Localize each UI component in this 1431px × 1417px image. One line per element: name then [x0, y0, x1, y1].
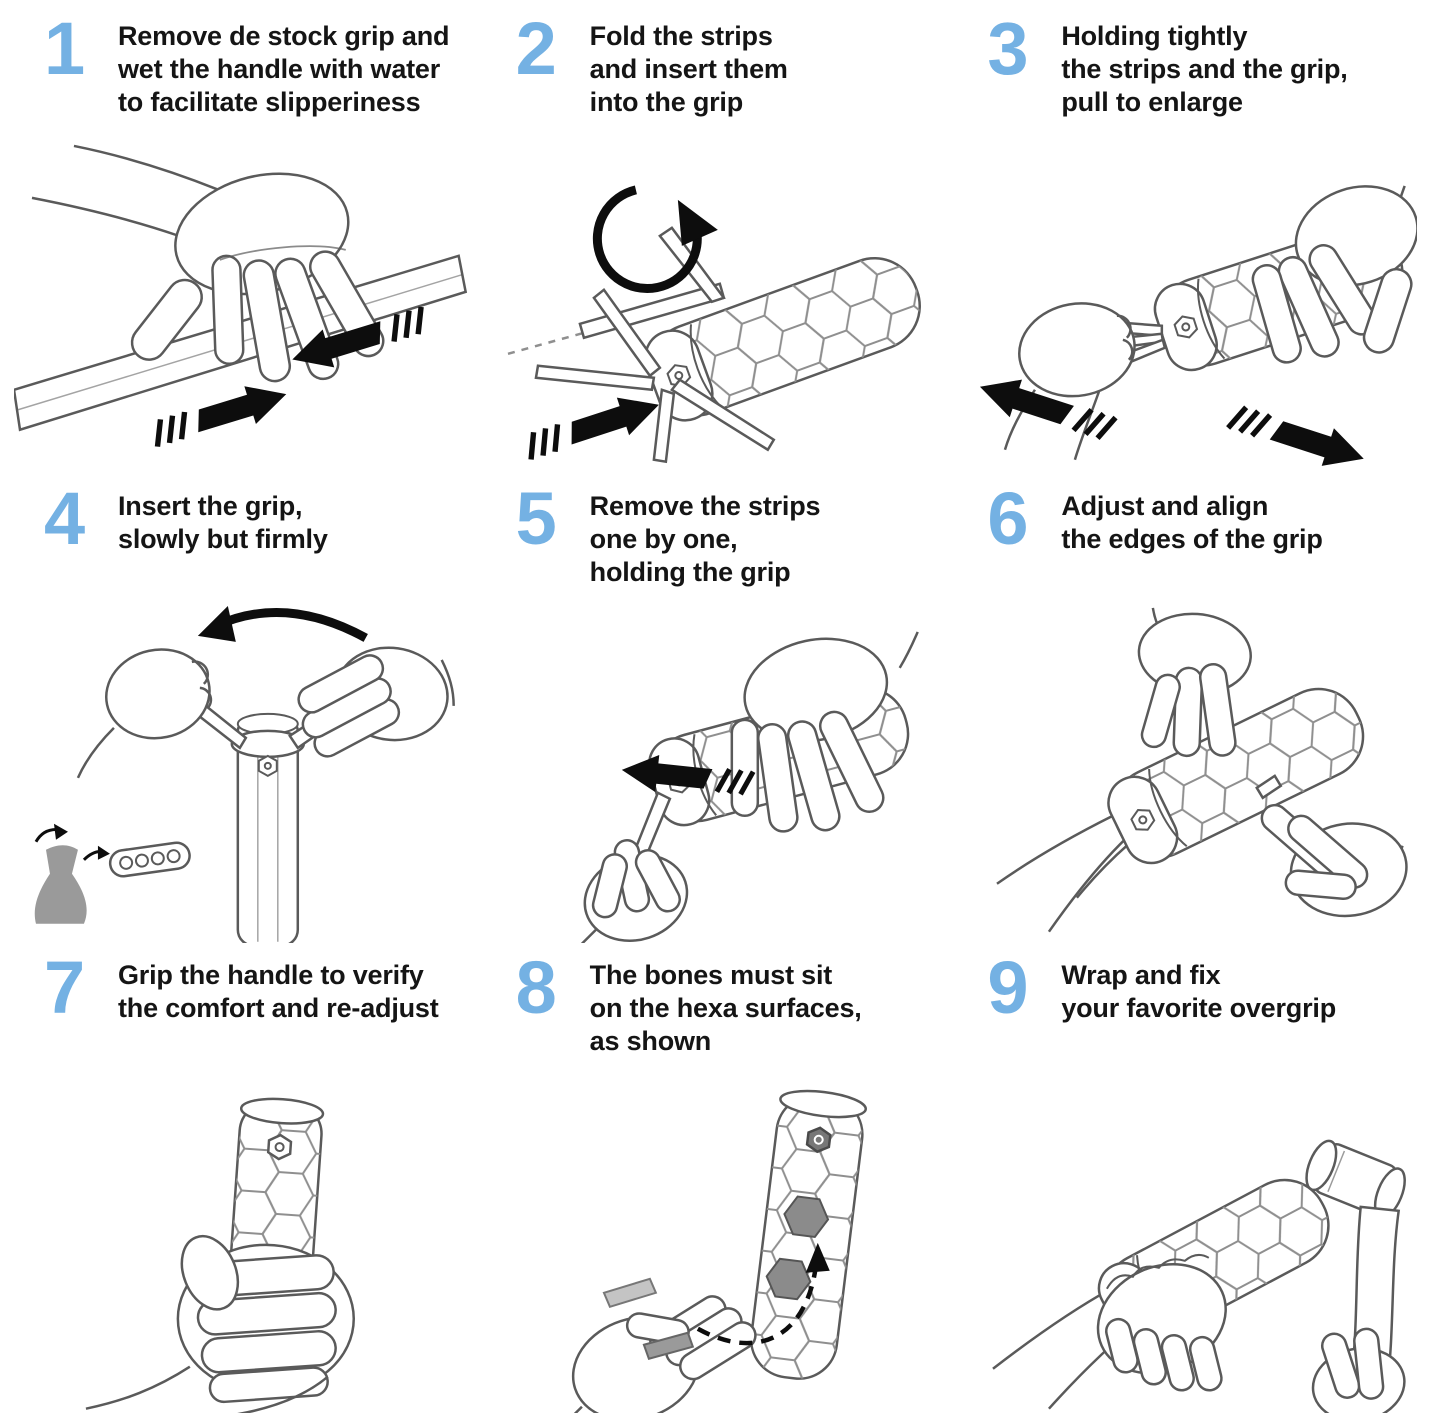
right-hand-holding-grip: [1251, 185, 1417, 364]
pull-arrow-right: [292, 306, 424, 368]
left-fist: [76, 647, 213, 778]
step-7-header: 7 Grip the handle to verify the comfort …: [14, 949, 474, 1061]
grip-edge-tab: [1255, 773, 1283, 800]
grip-with-hex-pattern: [749, 1090, 867, 1381]
step-5-illustration: [486, 592, 946, 944]
step-9-illustration: [957, 1061, 1417, 1413]
hex-logo-icon: [805, 1126, 832, 1154]
step-2: 2 Fold the strips and insert them into t…: [480, 4, 952, 474]
hex-logo-icon: [1130, 808, 1156, 831]
grip-piece: [108, 841, 191, 878]
step-4-illustration: [14, 592, 474, 944]
hex-logo-icon: [1173, 315, 1199, 339]
hands-removing-stock-grip-drawing: [14, 144, 468, 447]
inserted-strips: [534, 288, 776, 464]
step-2-number: 2: [515, 7, 557, 90]
folding-strips-drawing: [507, 185, 921, 464]
remove-arrow: [621, 754, 756, 796]
step-4: 4 Insert the grip, slowly but firmly: [8, 474, 480, 944]
hand-holding-grip: [730, 631, 919, 833]
step-6-illustration: [957, 592, 1417, 944]
insert-curved-arrow: [197, 605, 368, 642]
insert-arrow: [528, 397, 659, 460]
dark-hexa-surface: [782, 1195, 829, 1239]
pull-arrow-left: [154, 386, 287, 447]
grip-with-hex-pattern: [230, 1097, 325, 1286]
step-8: 8 The bones must sit on the hexa surface…: [480, 943, 952, 1413]
fold-arrow: [592, 185, 718, 293]
racket-butt-silhouette: [34, 844, 87, 924]
step-5-number: 5: [515, 476, 557, 560]
step-7-illustration: [14, 1061, 474, 1413]
step-4-text: Insert the grip, slowly but firmly: [118, 490, 328, 554]
step-1-header: 1 Remove de stock grip and wet the handl…: [14, 10, 474, 122]
wrapping-overgrip-drawing: [992, 1139, 1407, 1413]
racket-handle-vertical: [236, 712, 300, 944]
step-1-illustration: [14, 122, 474, 474]
step-3-illustration: [957, 122, 1417, 474]
inset-butt-and-grip-piece: [34, 823, 191, 924]
step-8-text: The bones must sit on the hexa surfaces,…: [589, 960, 862, 1057]
racket-throat: [996, 814, 1135, 933]
step-7-text: Grip the handle to verify the comfort an…: [118, 960, 439, 1024]
dark-hexa-surface: [765, 1258, 812, 1301]
bones-on-hexa-drawing: [571, 1090, 867, 1413]
step-8-illustration: [486, 1061, 946, 1413]
step-6-header: 6 Adjust and align the edges of the grip: [957, 480, 1417, 592]
step-2-header: 2 Fold the strips and insert them into t…: [486, 10, 946, 122]
step-9-text: Wrap and fix your favorite overgrip: [1061, 960, 1336, 1024]
step-6: 6 Adjust and align the edges of the grip: [951, 474, 1423, 944]
step-3-number: 3: [987, 7, 1029, 90]
grip-collar: [230, 729, 306, 777]
step-5: 5 Remove the strips one by one, holding …: [480, 474, 952, 944]
step-6-number: 6: [987, 476, 1029, 560]
right-hand-holding-tape: [1312, 1327, 1406, 1413]
overgrip-roll: [1305, 1139, 1407, 1220]
step-3: 3 Holding tightly the strips and the gri…: [951, 4, 1423, 474]
step-1-number: 1: [44, 7, 86, 90]
gripping-handle-drawing: [85, 1097, 355, 1413]
step-7-number: 7: [44, 946, 86, 1030]
step-2-illustration: [486, 122, 946, 474]
step-5-text: Remove the strips one by one, holding th…: [589, 490, 821, 587]
pull-arrow-left: [980, 379, 1118, 440]
step-1: 1 Remove de stock grip and wet the handl…: [8, 4, 480, 474]
step-7: 7 Grip the handle to verify the comfort …: [8, 943, 480, 1413]
pulling-to-enlarge-drawing: [980, 185, 1417, 466]
grip-with-hex-pattern: [643, 256, 921, 422]
step-8-number: 8: [515, 946, 557, 1030]
left-fist-holding-handle: [1097, 1254, 1228, 1392]
hand-pulling-strip: [579, 838, 688, 944]
dashed-alignment-arrow: [696, 1243, 830, 1346]
finger-bones: [602, 1277, 694, 1361]
hex-logo-icon: [266, 1134, 293, 1161]
steps-grid: 1 Remove de stock grip and wet the handl…: [8, 4, 1423, 1413]
step-9-number: 9: [987, 946, 1029, 1030]
step-2-text: Fold the strips and insert them into the…: [589, 21, 788, 117]
grip-with-hex-pattern: [1107, 687, 1365, 864]
inserting-grip-drawing: [34, 605, 455, 944]
right-hand: [297, 646, 455, 758]
step-6-text: Adjust and align the edges of the grip: [1061, 490, 1323, 554]
adjusting-grip-drawing: [996, 607, 1409, 933]
step-4-number: 4: [44, 476, 86, 560]
step-1-text: Remove de stock grip and wet the handle …: [118, 21, 450, 117]
step-9-header: 9 Wrap and fix your favorite overgrip: [957, 949, 1417, 1061]
top-hand-pinching: [1138, 607, 1253, 757]
hex-logo-icon: [257, 754, 278, 777]
fist-gripping-handle: [85, 1235, 355, 1413]
removing-strips-drawing: [579, 631, 919, 944]
right-hand-aligning-edge: [1260, 803, 1409, 917]
step-5-header: 5 Remove the strips one by one, holding …: [486, 480, 946, 592]
step-9: 9 Wrap and fix your favorite overgrip: [951, 943, 1423, 1413]
step-4-header: 4 Insert the grip, slowly but firmly: [14, 480, 474, 592]
pull-arrow-right: [1226, 405, 1365, 466]
step-8-header: 8 The bones must sit on the hexa surface…: [486, 949, 946, 1061]
step-3-text: Holding tightly the strips and the grip,…: [1061, 21, 1348, 117]
step-3-header: 3 Holding tightly the strips and the gri…: [957, 10, 1417, 122]
left-fist-holding-strips: [1004, 302, 1137, 461]
